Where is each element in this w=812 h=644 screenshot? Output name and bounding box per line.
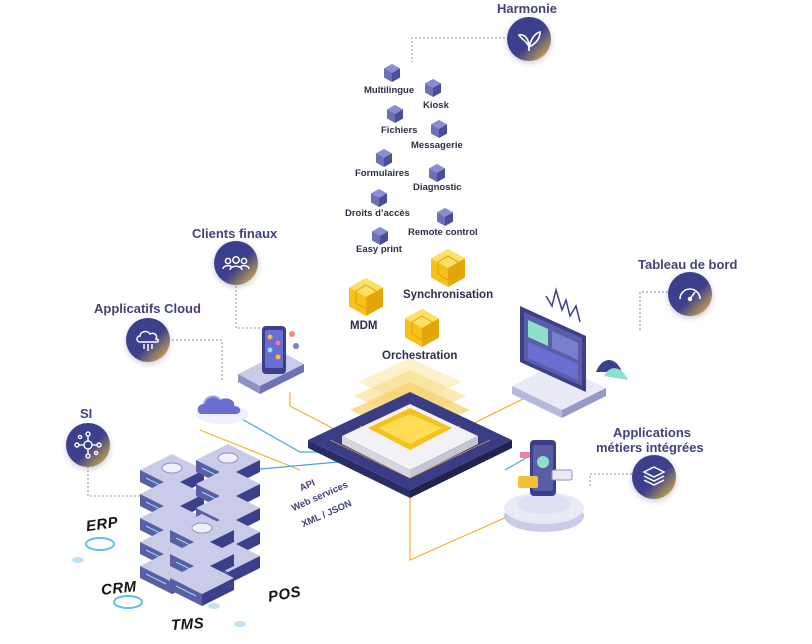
feature-easy-print: Easy print	[356, 244, 402, 255]
core-synchronisation: Synchronisation	[403, 289, 494, 301]
applications-label-line1: Applications	[613, 425, 692, 440]
core-mdm: MDM	[350, 320, 378, 332]
feature-diagnostic: Diagnostic	[413, 182, 462, 193]
feature-multilingue: Multilingue	[364, 85, 415, 96]
leaf-icon	[507, 17, 551, 61]
layers-icon	[632, 455, 676, 499]
feature-kiosk: Kiosk	[423, 100, 449, 111]
harmonie-label: Harmonie	[497, 1, 557, 16]
feature-remote-control: Remote control	[408, 227, 478, 238]
feature-messagerie: Messagerie	[411, 140, 463, 151]
feature-formulaires: Formulaires	[355, 168, 410, 179]
tableau-de-bord-label: Tableau de bord	[638, 257, 738, 272]
network-icon	[66, 423, 110, 467]
gauge-icon	[668, 272, 712, 316]
applications-label-line2: métiers intégrées	[596, 440, 704, 455]
feature-fichiers: Fichiers	[381, 125, 418, 136]
clients-finaux-label: Clients finaux	[192, 226, 278, 241]
cloud-icon	[126, 318, 170, 362]
feature-droits-acces: Droits d’accès	[345, 208, 410, 219]
applicatifs-cloud-label: Applicatifs Cloud	[94, 301, 201, 316]
users-icon	[214, 241, 258, 285]
core-orchestration: Orchestration	[382, 350, 458, 362]
si-label: SI	[80, 406, 93, 421]
